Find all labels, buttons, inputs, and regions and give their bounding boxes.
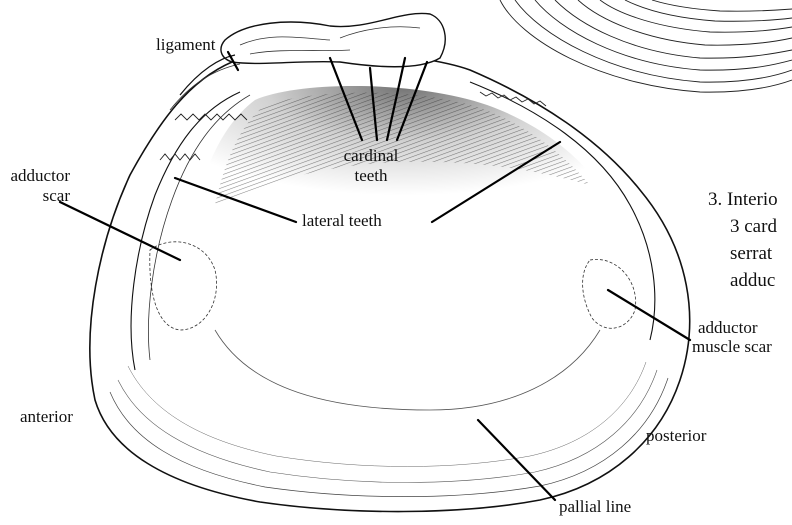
label-adductor-scar-line1: adductor	[10, 166, 70, 186]
label-anterior: anterior	[20, 407, 73, 427]
label-adductor-muscle-scar-line2: muscle scar	[692, 337, 772, 356]
caption: 3. Interio 3 card serrat adduc	[708, 186, 778, 294]
label-cardinal-teeth-line1: cardinal	[336, 146, 406, 166]
caption-line-2: 3 card	[708, 213, 778, 240]
label-posterior: posterior	[646, 426, 706, 446]
label-cardinal-teeth-line2: teeth	[336, 166, 406, 186]
adjacent-shell-fragment	[500, 0, 792, 92]
label-pallial-line: pallial line	[559, 497, 631, 517]
caption-line-3: serrat	[708, 240, 778, 267]
label-adductor-muscle-scar: adductor muscle scar	[692, 318, 772, 356]
label-adductor-scar-line2: scar	[10, 186, 70, 206]
caption-line-4: adduc	[708, 267, 778, 294]
caption-line-1: 3. Interio	[708, 186, 778, 213]
label-adductor-scar: adductor scar	[10, 166, 70, 206]
label-cardinal-teeth: cardinal teeth	[336, 146, 406, 186]
label-ligament: ligament	[156, 35, 215, 55]
shell-body	[90, 13, 690, 511]
label-lateral-teeth: lateral teeth	[302, 211, 382, 231]
label-adductor-muscle-scar-line1: adductor	[692, 318, 772, 337]
